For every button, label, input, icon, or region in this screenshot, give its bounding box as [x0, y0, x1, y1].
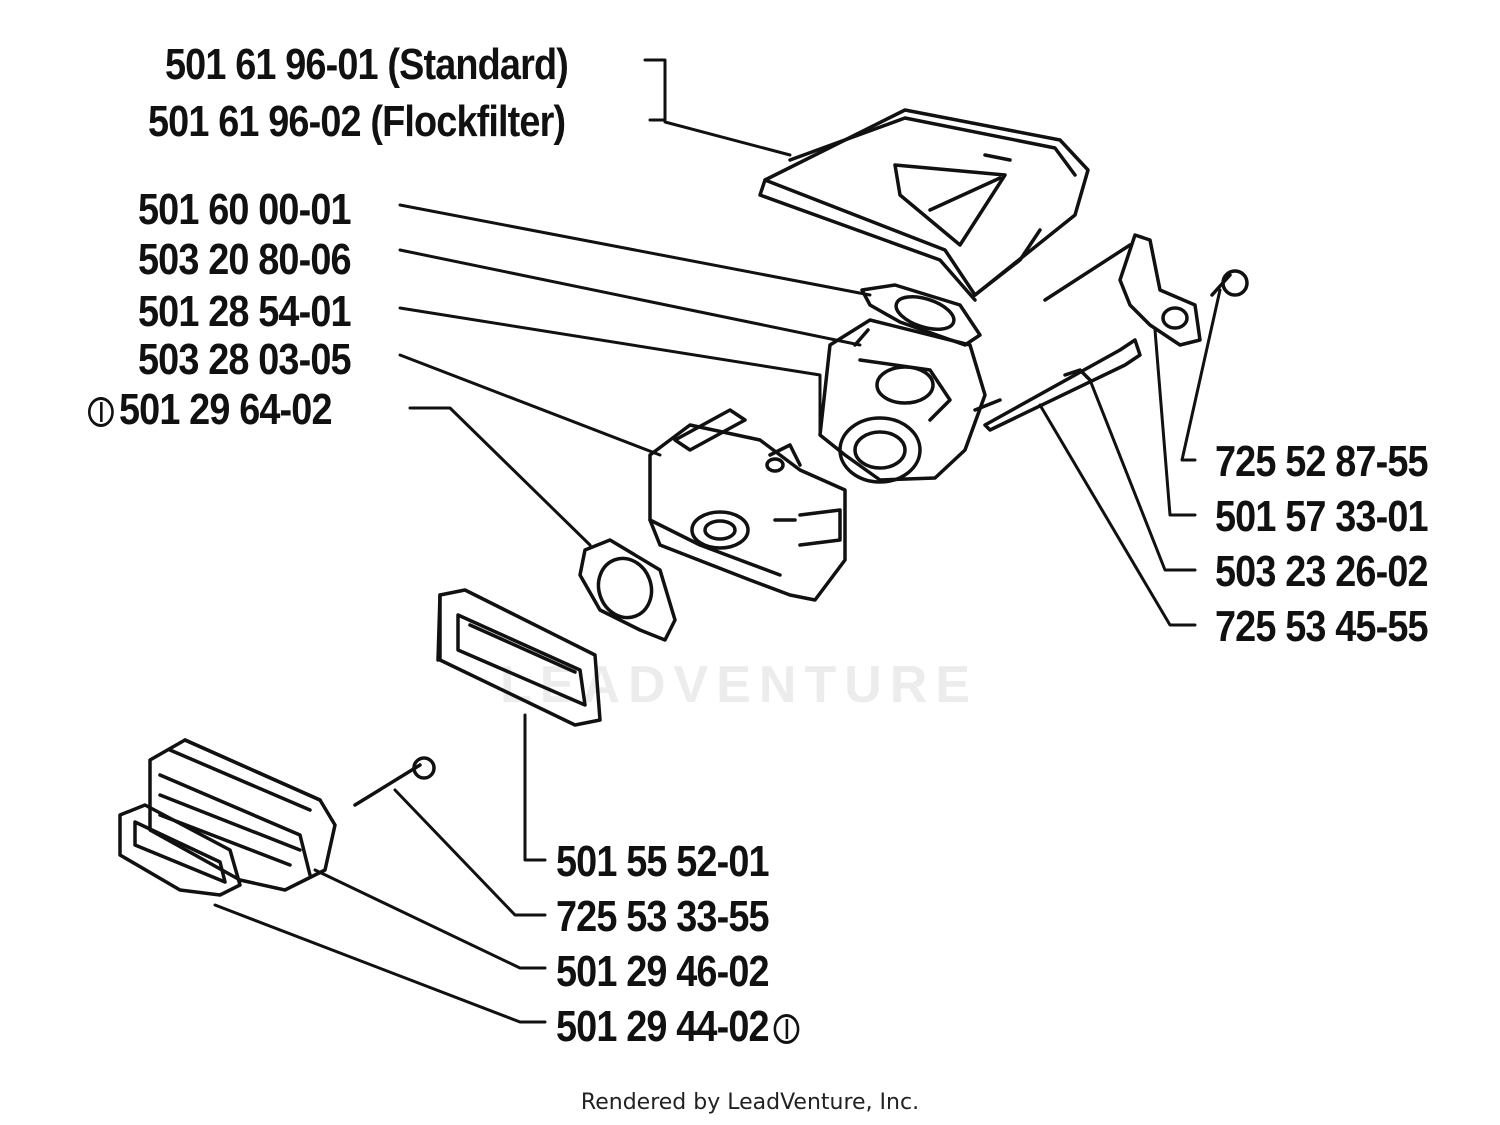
label-air-filter-standard: 501 61 96-01 (Standard)	[165, 40, 569, 89]
label-501-57-33-01: 501 57 33-01	[1215, 492, 1429, 541]
label-501-60-00-01: 501 60 00-01	[138, 185, 352, 234]
carburetor	[648, 408, 847, 602]
carburetor-gasket	[578, 538, 677, 642]
label-air-filter-flock: 501 61 96-02 (Flockfilter)	[148, 97, 566, 146]
label-501-29-44-02-row: 501 29 44-02	[556, 1005, 805, 1049]
label-501-29-44-02: 501 29 44-02	[556, 1002, 770, 1051]
lower-filter-housing	[148, 738, 337, 892]
label-503-23-26-02: 503 23 26-02	[1215, 547, 1429, 596]
marker-symbol-icon	[88, 397, 114, 428]
intake-filter	[436, 588, 602, 727]
lower-filter-plate	[118, 803, 242, 897]
label-725-53-45-55: 725 53 45-55	[1215, 602, 1429, 651]
label-501-28-54-01: 501 28 54-01	[138, 287, 352, 336]
label-501-55-52-01: 501 55 52-01	[556, 837, 770, 886]
label-501-29-64-02: 501 29 64-02	[118, 385, 333, 434]
air-filter-cover	[758, 108, 1090, 302]
label-501-29-46-02: 501 29 46-02	[556, 947, 770, 996]
label-725-53-33-55: 725 53 33-55	[556, 892, 770, 941]
leader-lines	[213, 58, 1222, 1024]
watermark: LEADVENTURE	[500, 656, 979, 714]
label-503-28-03-05: 503 28 03-05	[138, 335, 352, 384]
top-gasket	[860, 283, 982, 347]
label-503-20-80-06: 503 20 80-06	[138, 235, 352, 284]
label-725-52-87-55: 725 52 87-55	[1215, 437, 1429, 486]
label-501-29-64-02-row: 501 29 64-02	[88, 385, 333, 434]
footer-credit: Rendered by LeadVenture, Inc.	[580, 1090, 920, 1115]
lower-screw	[353, 756, 436, 807]
intake-housing	[818, 318, 1002, 484]
stud	[983, 338, 1142, 432]
marker-symbol-icon	[773, 1014, 800, 1045]
throttle-bracket	[1043, 233, 1202, 347]
nut	[1210, 269, 1249, 297]
